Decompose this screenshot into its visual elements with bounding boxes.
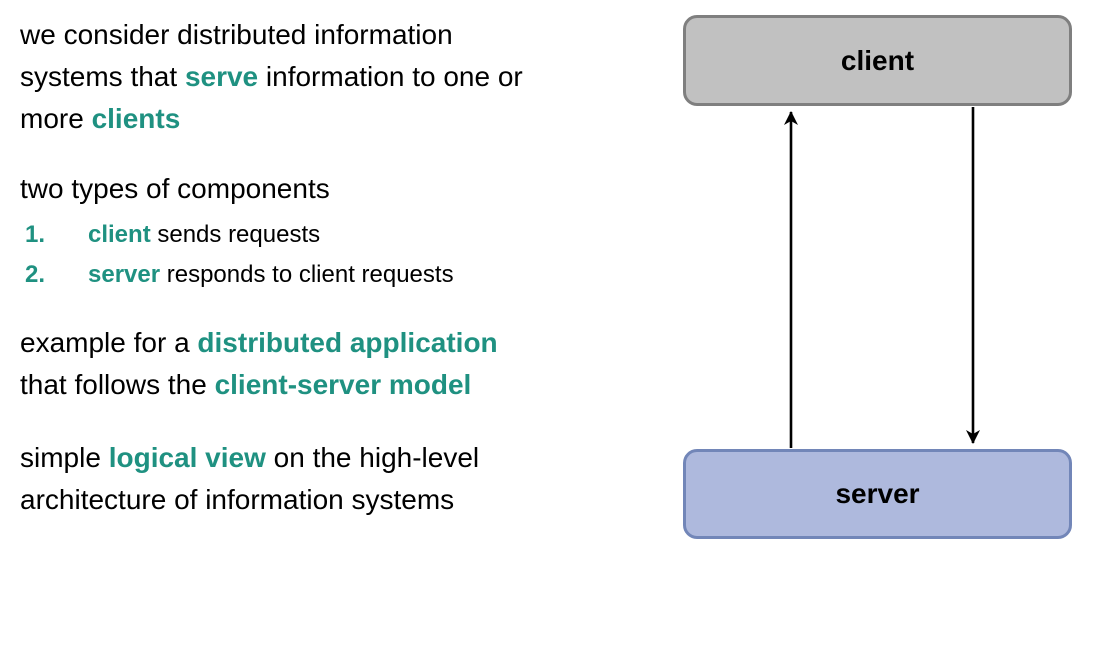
components-heading: two types of components: [20, 168, 330, 210]
text-line: client sends requests: [88, 215, 320, 255]
list-number: 1.: [25, 221, 46, 248]
highlight-clients: clients: [91, 103, 181, 134]
text-segment: on the high-level: [265, 442, 480, 473]
text-line: server responds to client requests: [88, 255, 454, 295]
logical-view-paragraph: simple logical view on the high-level ar…: [20, 437, 479, 521]
text-segment: architecture of information systems: [20, 484, 455, 515]
text-line: architecture of information systems: [20, 479, 479, 521]
text-line: that follows the client-server model: [20, 364, 498, 406]
text-line: simple logical view on the high-level: [20, 437, 479, 479]
highlight-server-term: server: [88, 261, 161, 288]
text-segment: more: [20, 103, 92, 134]
highlight-serve: serve: [184, 61, 259, 92]
components-list: 1. client sends requests 2. server respo…: [25, 215, 454, 295]
text-line: more clients: [20, 98, 523, 140]
text-line: systems that serve information to one or: [20, 56, 523, 98]
client-box: client: [683, 15, 1072, 106]
list-item-server: 2. server responds to client requests: [25, 255, 454, 295]
text-segment: that follows the: [20, 369, 215, 400]
list-number: 2.: [25, 261, 46, 288]
text-line: example for a distributed application: [20, 322, 498, 364]
text-line: two types of components: [20, 168, 330, 210]
text-segment: example for a: [20, 327, 198, 358]
text-segment: sends requests: [150, 221, 321, 248]
text-segment: simple: [20, 442, 109, 473]
highlight-client-term: client: [88, 221, 151, 248]
example-paragraph: example for a distributed application th…: [20, 322, 498, 406]
text-segment: responds to client requests: [160, 261, 454, 288]
highlight-distributed-application: distributed application: [197, 327, 498, 358]
text-segment: two types of components: [20, 173, 330, 204]
intro-paragraph: we consider distributed information syst…: [20, 14, 523, 140]
server-box: server: [683, 449, 1072, 539]
highlight-client-server-model: client-server model: [214, 369, 472, 400]
client-box-label: client: [840, 44, 915, 76]
text-segment: information to one or: [258, 61, 523, 92]
list-item-client: 1. client sends requests: [25, 215, 454, 255]
highlight-logical-view: logical view: [108, 442, 266, 473]
text-segment: we consider distributed information: [20, 19, 453, 50]
server-box-label: server: [835, 478, 920, 509]
text-segment: systems that: [20, 61, 185, 92]
text-line: we consider distributed information: [20, 14, 523, 56]
